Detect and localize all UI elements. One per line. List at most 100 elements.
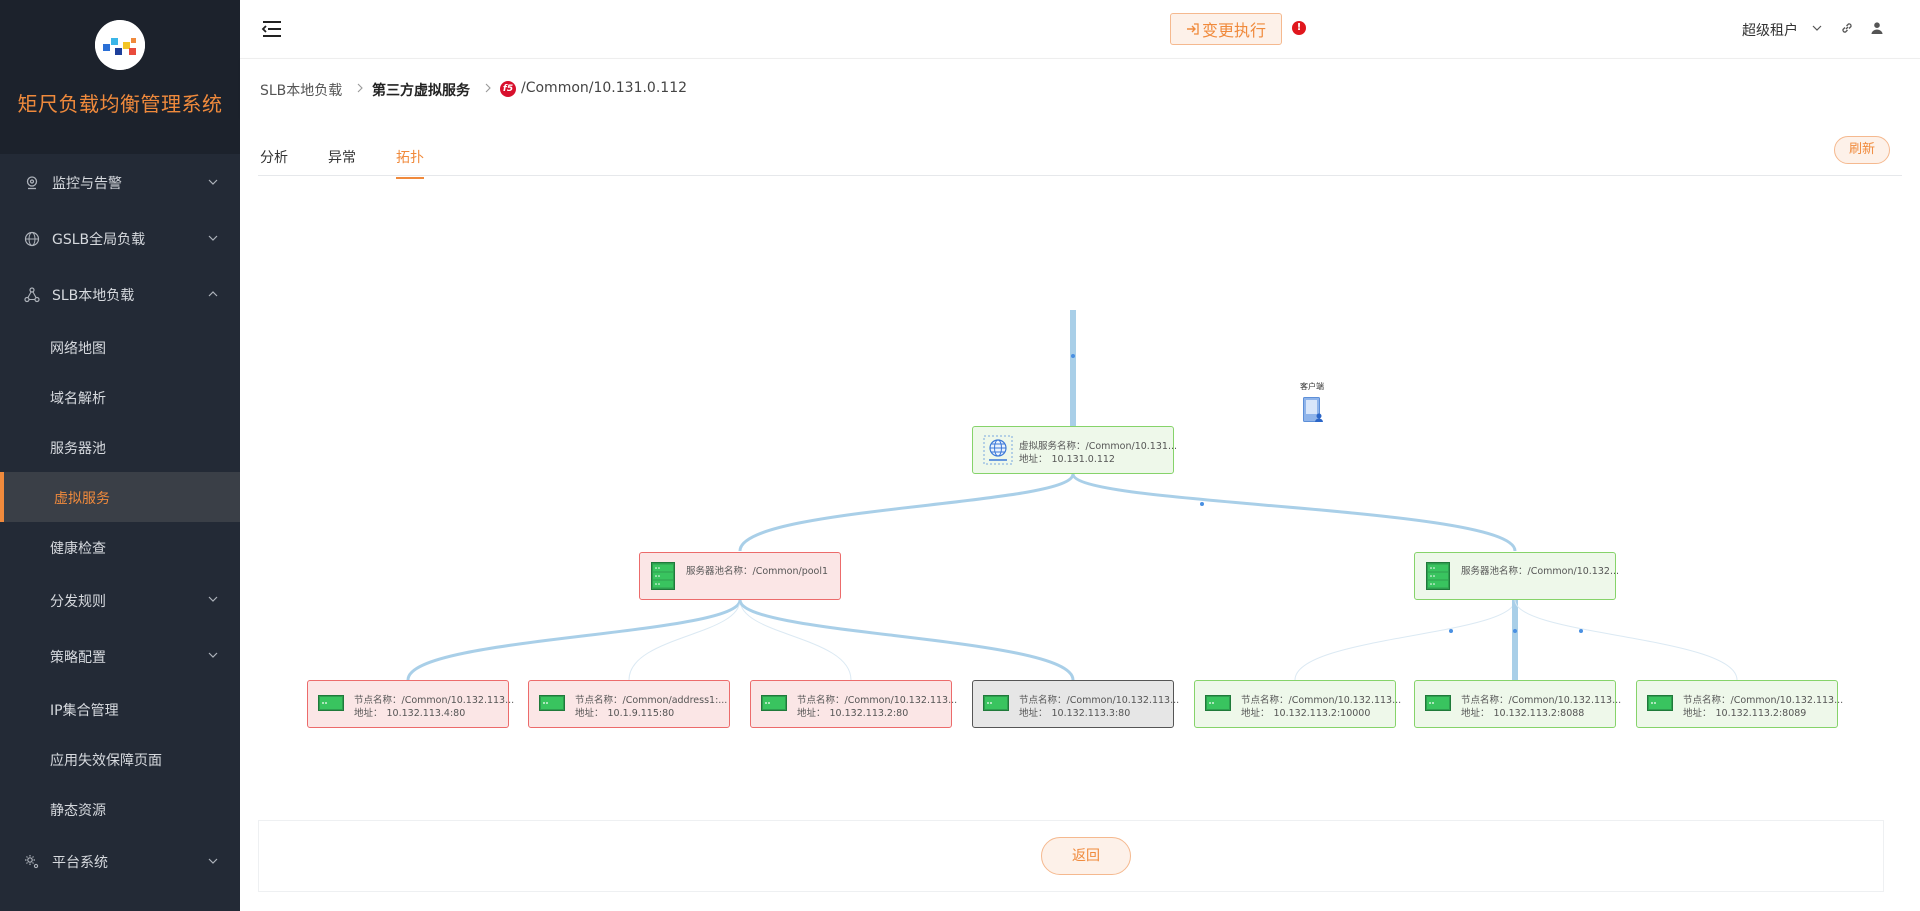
sidebar-item-fallback-page[interactable]: 应用失效保障页面 xyxy=(0,734,240,784)
pool-name-label: 服务器池名称： xyxy=(686,566,753,577)
link-dot xyxy=(1071,354,1075,358)
vs-addr-value: 10.131.0.112 xyxy=(1051,454,1115,465)
pool-member-node[interactable]: 节点名称：/Common/address1:...地址：10.1.9.115:8… xyxy=(528,680,730,728)
tab-analysis[interactable]: 分析 xyxy=(260,150,288,166)
node-addr-label: 地址： xyxy=(1683,708,1712,719)
sidebar-item-label: 网络地图 xyxy=(50,341,106,357)
sidebar-item-health-check[interactable]: 健康检查 xyxy=(0,522,240,572)
breadcrumb-slb[interactable]: SLB本地负载 xyxy=(260,83,343,99)
main-content: 分析 异常 拓扑 刷新 客户端 xyxy=(240,116,1920,911)
pool-member-node[interactable]: 节点名称：/Common/10.132.113...地址：10.132.113.… xyxy=(1194,680,1401,728)
node-address: 地址：10.132.113.2:80 xyxy=(797,705,908,719)
vs-name: 虚拟服务名称：/Common/10.131... xyxy=(1019,438,1177,452)
sidebar-item-label: 健康检查 xyxy=(50,541,106,557)
node-name-label: 节点名称： xyxy=(354,695,402,706)
chevron-down-icon xyxy=(208,179,218,185)
server-stack-icon xyxy=(1426,562,1450,590)
client-device-icon[interactable] xyxy=(1303,397,1323,425)
server-icon xyxy=(983,695,1009,711)
node-name: 节点名称：/Common/10.132.113... xyxy=(1461,692,1621,706)
node-addr-value: 10.132.113.2:80 xyxy=(829,708,909,719)
user-icon[interactable] xyxy=(1870,21,1884,35)
link-dot xyxy=(1579,629,1583,633)
pool-node[interactable]: 服务器池名称：/Common/pool1 xyxy=(639,552,841,600)
menu-slb[interactable]: SLB本地负载 xyxy=(0,270,240,320)
node-addr-label: 地址： xyxy=(354,708,383,719)
pool-member-node[interactable]: 节点名称：/Common/10.132.113...地址：10.132.113.… xyxy=(1636,680,1843,728)
tenant-selector[interactable]: 超级租户 xyxy=(1742,23,1798,39)
link-vs-pool2 xyxy=(1071,473,1517,552)
server-icon xyxy=(1205,695,1231,711)
vs-name-label: 虚拟服务名称： xyxy=(1019,441,1086,452)
sidebar-item-label: 域名解析 xyxy=(50,391,106,407)
node-address: 地址：10.132.113.3:80 xyxy=(1019,705,1130,719)
logo-icon xyxy=(95,20,145,70)
login-arrow-icon xyxy=(1186,23,1199,35)
link-pool2-node7 xyxy=(1514,599,1738,681)
node-address: 地址：10.1.9.115:80 xyxy=(575,705,674,719)
sidebar-item-dns[interactable]: 域名解析 xyxy=(0,372,240,422)
node-name-label: 节点名称： xyxy=(1241,695,1289,706)
globe-server-icon xyxy=(983,435,1013,465)
menu-fold-icon[interactable] xyxy=(261,20,282,38)
sidebar-item-server-pool[interactable]: 服务器池 xyxy=(0,422,240,472)
tab-topology[interactable]: 拓扑 xyxy=(396,147,424,179)
link-pool1-node2 xyxy=(628,599,741,681)
node-address: 地址：10.132.113.2:8088 xyxy=(1461,705,1584,719)
node-name: 节点名称：/Common/10.132.113... xyxy=(797,692,957,706)
bottom-bar: 返回 xyxy=(258,820,1884,892)
back-button[interactable]: 返回 xyxy=(1041,837,1131,875)
node-name-label: 节点名称： xyxy=(797,695,845,706)
breadcrumb-third-party-vs[interactable]: 第三方虚拟服务 xyxy=(372,83,470,99)
sidebar: 矩尺负载均衡管理系统 监控与告警 GSLB全局负载 SLB本地负载 网络地图 域… xyxy=(0,0,240,911)
change-execute-button[interactable]: 变更执行 xyxy=(1170,13,1282,45)
menu-slb-label: SLB本地负载 xyxy=(52,288,135,304)
chevron-down-icon[interactable] xyxy=(1812,23,1822,33)
menu-gslb[interactable]: GSLB全局负载 xyxy=(0,214,240,264)
pool-node[interactable]: 服务器池名称：/Common/10.132... xyxy=(1414,552,1619,600)
client-label: 客户端 xyxy=(1300,382,1324,391)
sidebar-item-label: 分发规则 xyxy=(50,594,106,610)
sidebar-item-network-map[interactable]: 网络地图 xyxy=(0,322,240,372)
tab-exceptions[interactable]: 异常 xyxy=(328,150,356,166)
alert-badge[interactable]: ! xyxy=(1292,21,1306,35)
menu-monitor[interactable]: 监控与告警 xyxy=(0,158,240,208)
sidebar-item-virtual-service[interactable]: 虚拟服务 xyxy=(0,472,240,522)
pool-member-node[interactable]: 节点名称：/Common/10.132.113...地址：10.132.113.… xyxy=(307,680,514,728)
menu-gslb-label: GSLB全局负载 xyxy=(52,232,146,248)
link-pool2-node5 xyxy=(1294,599,1516,681)
refresh-button[interactable]: 刷新 xyxy=(1834,136,1890,164)
tab-bar: 分析 异常 拓扑 xyxy=(258,116,1902,179)
network-icon xyxy=(24,287,40,303)
pool-member-node[interactable]: 节点名称：/Common/10.132.113...地址：10.132.113.… xyxy=(750,680,957,728)
chevron-down-icon xyxy=(208,858,218,864)
sidebar-item-dispatch-rules[interactable]: 分发规则 xyxy=(0,575,240,625)
sidebar-item-ip-set[interactable]: IP集合管理 xyxy=(0,684,240,734)
node-name-value: /Common/10.132.113... xyxy=(1288,695,1402,706)
node-name-label: 节点名称： xyxy=(575,695,623,706)
chevron-down-icon xyxy=(208,235,218,241)
menu-platform-label: 平台系统 xyxy=(52,855,108,871)
node-addr-value: 10.1.9.115:80 xyxy=(607,708,675,719)
chevron-right-icon xyxy=(357,83,363,93)
node-name: 节点名称：/Common/10.132.113... xyxy=(354,692,514,706)
node-addr-value: 10.132.113.4:80 xyxy=(386,708,466,719)
node-name: 节点名称：/Common/address1:... xyxy=(575,692,727,706)
pool-name-value: /Common/10.132... xyxy=(1527,566,1620,577)
menu-platform[interactable]: 平台系统 xyxy=(0,837,240,887)
link-dot xyxy=(1449,629,1453,633)
pool-member-node[interactable]: 节点名称：/Common/10.132.113...地址：10.132.113.… xyxy=(1414,680,1621,728)
link-icon[interactable] xyxy=(1840,21,1854,35)
node-name-value: /Common/10.132.113... xyxy=(401,695,515,706)
globe-icon xyxy=(24,231,40,247)
sidebar-item-static-resources[interactable]: 静态资源 xyxy=(0,784,240,834)
virtual-service-node[interactable]: 虚拟服务名称：/Common/10.131... 地址：10.131.0.112 xyxy=(972,426,1177,474)
link-vs-pool1 xyxy=(738,473,1075,552)
node-addr-value: 10.132.113.2:8089 xyxy=(1715,708,1807,719)
sidebar-item-label: 静态资源 xyxy=(50,803,106,819)
pool-member-node[interactable]: 节点名称：/Common/10.132.113...地址：10.132.113.… xyxy=(972,680,1179,728)
node-name-value: /Common/10.132.113... xyxy=(844,695,958,706)
sidebar-item-policy[interactable]: 策略配置 xyxy=(0,631,240,681)
node-address: 地址：10.132.113.4:80 xyxy=(354,705,465,719)
app-title: 矩尺负载均衡管理系统 xyxy=(17,92,223,116)
